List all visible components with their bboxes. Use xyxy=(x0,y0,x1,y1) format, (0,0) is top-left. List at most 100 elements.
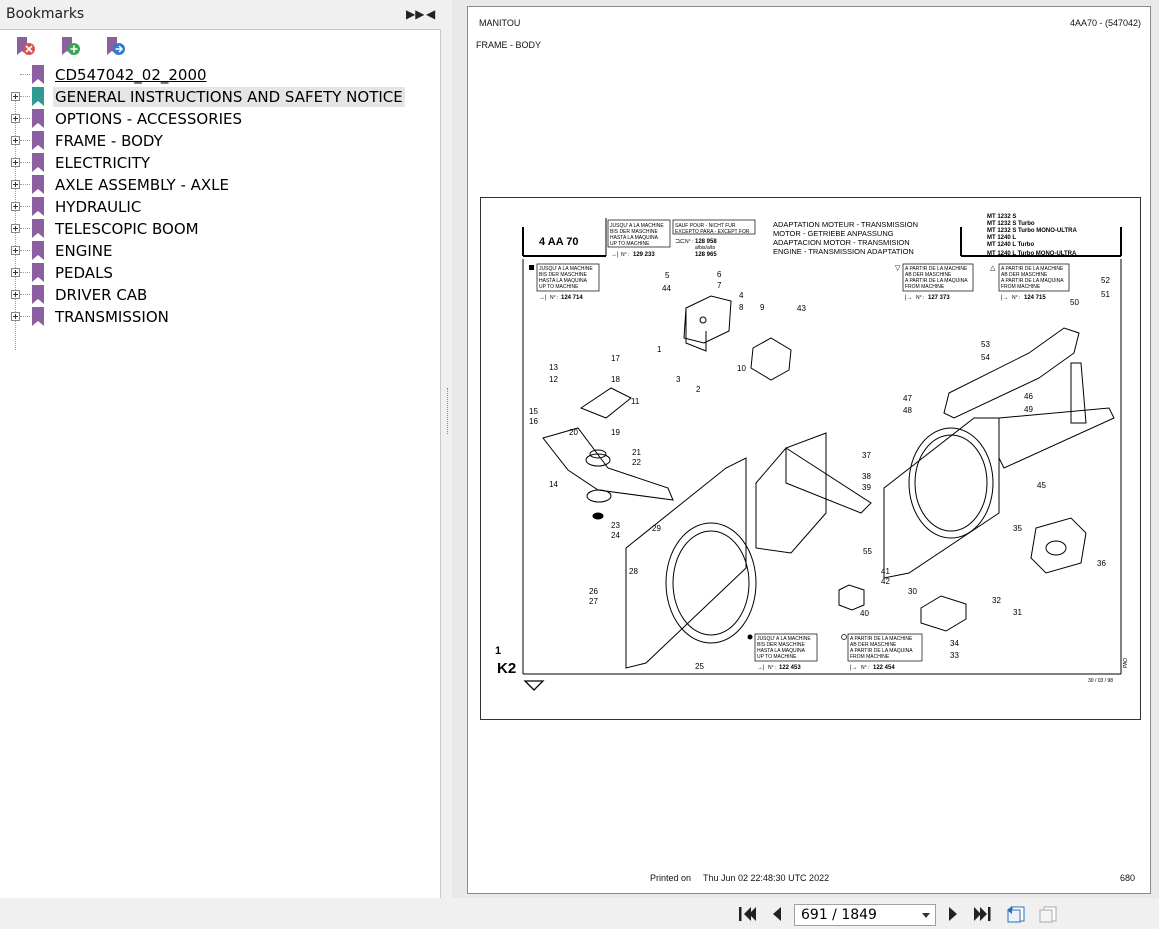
bookmarks-header: Bookmarks ▶▶ ◀ xyxy=(0,0,441,29)
printed-label: Printed on xyxy=(650,873,692,883)
bookmark-item[interactable]: TELESCOPIC BOOM xyxy=(0,218,441,240)
bookmark-label[interactable]: PEDALS xyxy=(55,264,113,282)
tri-up-prefix: N° : xyxy=(1012,295,1020,301)
bookmark-label[interactable]: OPTIONS - ACCESSORIES xyxy=(55,110,243,128)
panel-splitter[interactable] xyxy=(441,0,446,929)
bookmark-label[interactable]: TRANSMISSION xyxy=(55,308,169,326)
expand-icon[interactable] xyxy=(11,92,20,101)
part-2: 2 xyxy=(696,385,701,394)
first-page-icon[interactable] xyxy=(736,904,758,924)
previous-page-icon[interactable] xyxy=(766,904,788,924)
bookmark-icon xyxy=(32,219,44,238)
bookmark-icon xyxy=(32,285,44,304)
bookmark-label[interactable]: HYDRAULIC xyxy=(55,198,142,216)
tree-connector xyxy=(20,184,30,185)
go-to-bookmark-icon[interactable] xyxy=(104,35,126,59)
part-12: 12 xyxy=(549,375,558,384)
expand-icon[interactable] xyxy=(11,246,20,255)
model-3: MT 1232 S Turbo MONO-ULTRA xyxy=(987,228,1077,234)
part-41: 41 xyxy=(881,567,890,576)
bookmark-label[interactable]: CD547042_02_2000 xyxy=(55,66,207,84)
printed-date: Thu Jun 02 22:48:30 UTC 2022 xyxy=(703,873,830,883)
part-42: 42 xyxy=(881,577,890,586)
tree-connector xyxy=(20,250,30,251)
note-square-line-2: BIS DER MASCHINE xyxy=(539,272,587,278)
expand-icon[interactable] xyxy=(11,158,20,167)
part-25: 25 xyxy=(695,662,704,671)
tri-up-number: 124 715 xyxy=(1024,295,1046,301)
part-38: 38 xyxy=(862,472,871,481)
next-view-icon[interactable] xyxy=(1036,904,1060,924)
expand-icon[interactable] xyxy=(11,202,20,211)
bookmark-label[interactable]: GENERAL INSTRUCTIONS AND SAFETY NOTICE xyxy=(53,87,405,107)
expand-icon[interactable] xyxy=(11,136,20,145)
drawing-date: 30 / 03 / 98 xyxy=(1088,678,1113,684)
bookmark-label[interactable]: DRIVER CAB xyxy=(55,286,148,304)
next-page-icon[interactable] xyxy=(942,904,964,924)
chevron-down-icon[interactable] xyxy=(922,913,930,918)
bookmark-label[interactable]: ENGINE xyxy=(55,242,113,260)
part-1: 1 xyxy=(657,345,662,354)
collapse-panel-icon[interactable]: ◀ xyxy=(426,7,436,21)
bookmark-label[interactable]: FRAME - BODY xyxy=(55,132,163,150)
expand-icon[interactable] xyxy=(11,114,20,123)
bookmark-item[interactable]: TRANSMISSION xyxy=(0,306,441,328)
part-48: 48 xyxy=(903,406,912,415)
expand-icon[interactable] xyxy=(11,268,20,277)
tree-connector xyxy=(20,96,30,97)
bookmark-item[interactable]: DRIVER CAB xyxy=(0,284,441,306)
note-square-prefix: N° : xyxy=(550,295,558,301)
bookmark-icon xyxy=(32,153,44,172)
doc-brand: MANITOU xyxy=(479,18,521,28)
bookmark-item[interactable]: AXLE ASSEMBLY - AXLE xyxy=(0,174,441,196)
part-35: 35 xyxy=(1013,524,1022,533)
box2-line-2: EXCEPTO PARA - EXCEPT FOR xyxy=(675,229,750,235)
expand-icon[interactable] xyxy=(11,312,20,321)
tri-down-line-2: AB DER MASCHINE xyxy=(905,272,952,278)
bookmark-item[interactable]: GENERAL INSTRUCTIONS AND SAFETY NOTICE xyxy=(0,86,441,108)
part-40: 40 xyxy=(860,609,869,618)
part-20: 20 xyxy=(569,428,578,437)
expand-icon[interactable] xyxy=(11,224,20,233)
part-11: 11 xyxy=(631,397,640,406)
box1-prefix-no: N° : xyxy=(621,252,629,258)
expand-icon[interactable] xyxy=(11,180,20,189)
page-selector[interactable]: 691 / 1849 xyxy=(794,904,936,926)
bookmark-item[interactable]: ELECTRICITY xyxy=(0,152,441,174)
box1-number: 129 233 xyxy=(633,252,655,258)
box1-line-3: HASTA LA MAQUINA xyxy=(610,235,659,241)
sheet-code: K2 xyxy=(497,660,516,677)
add-bookmark-icon[interactable] xyxy=(59,35,81,59)
bookmark-label[interactable]: ELECTRICITY xyxy=(55,154,151,172)
part-10: 10 xyxy=(737,364,746,373)
bookmark-item[interactable]: CD547042_02_2000 xyxy=(0,64,441,86)
parts-drawing: 4 AA 70 JUSQU' A LA MACHINE BIS DER MASC… xyxy=(480,197,1141,720)
tri-up-line-1: A PARTIR DE LA MACHINE xyxy=(1001,266,1064,272)
bookmarks-title: Bookmarks xyxy=(6,6,85,22)
bookmark-label[interactable]: AXLE ASSEMBLY - AXLE xyxy=(55,176,230,194)
bookmark-item[interactable]: PEDALS xyxy=(0,262,441,284)
part-29: 29 xyxy=(652,524,661,533)
expand-panel-icon[interactable]: ▶▶ xyxy=(406,7,425,21)
note-square: JUSQU' A LA MACHINE BIS DER MASCHINE HAS… xyxy=(529,263,600,301)
part-45: 45 xyxy=(1037,481,1046,490)
part-54: 54 xyxy=(981,353,990,362)
bookmark-item[interactable]: HYDRAULIC xyxy=(0,196,441,218)
tree-connector xyxy=(20,74,30,75)
note-dot-number: 122 453 xyxy=(779,665,801,671)
delete-bookmark-icon[interactable] xyxy=(14,35,36,59)
part-15: 15 xyxy=(529,407,538,416)
note-square-number: 124 714 xyxy=(561,295,583,301)
splitter-grip[interactable] xyxy=(447,388,450,434)
previous-view-icon[interactable] xyxy=(1004,904,1028,924)
bookmark-label[interactable]: TELESCOPIC BOOM xyxy=(55,220,199,238)
drawing-code: 4 AA 70 xyxy=(539,236,579,248)
expand-icon[interactable] xyxy=(11,290,20,299)
last-page-icon[interactable] xyxy=(972,904,994,924)
part-30: 30 xyxy=(908,587,917,596)
bookmark-item[interactable]: ENGINE xyxy=(0,240,441,262)
bookmark-item[interactable]: FRAME - BODY xyxy=(0,130,441,152)
bookmark-item[interactable]: OPTIONS - ACCESSORIES xyxy=(0,108,441,130)
